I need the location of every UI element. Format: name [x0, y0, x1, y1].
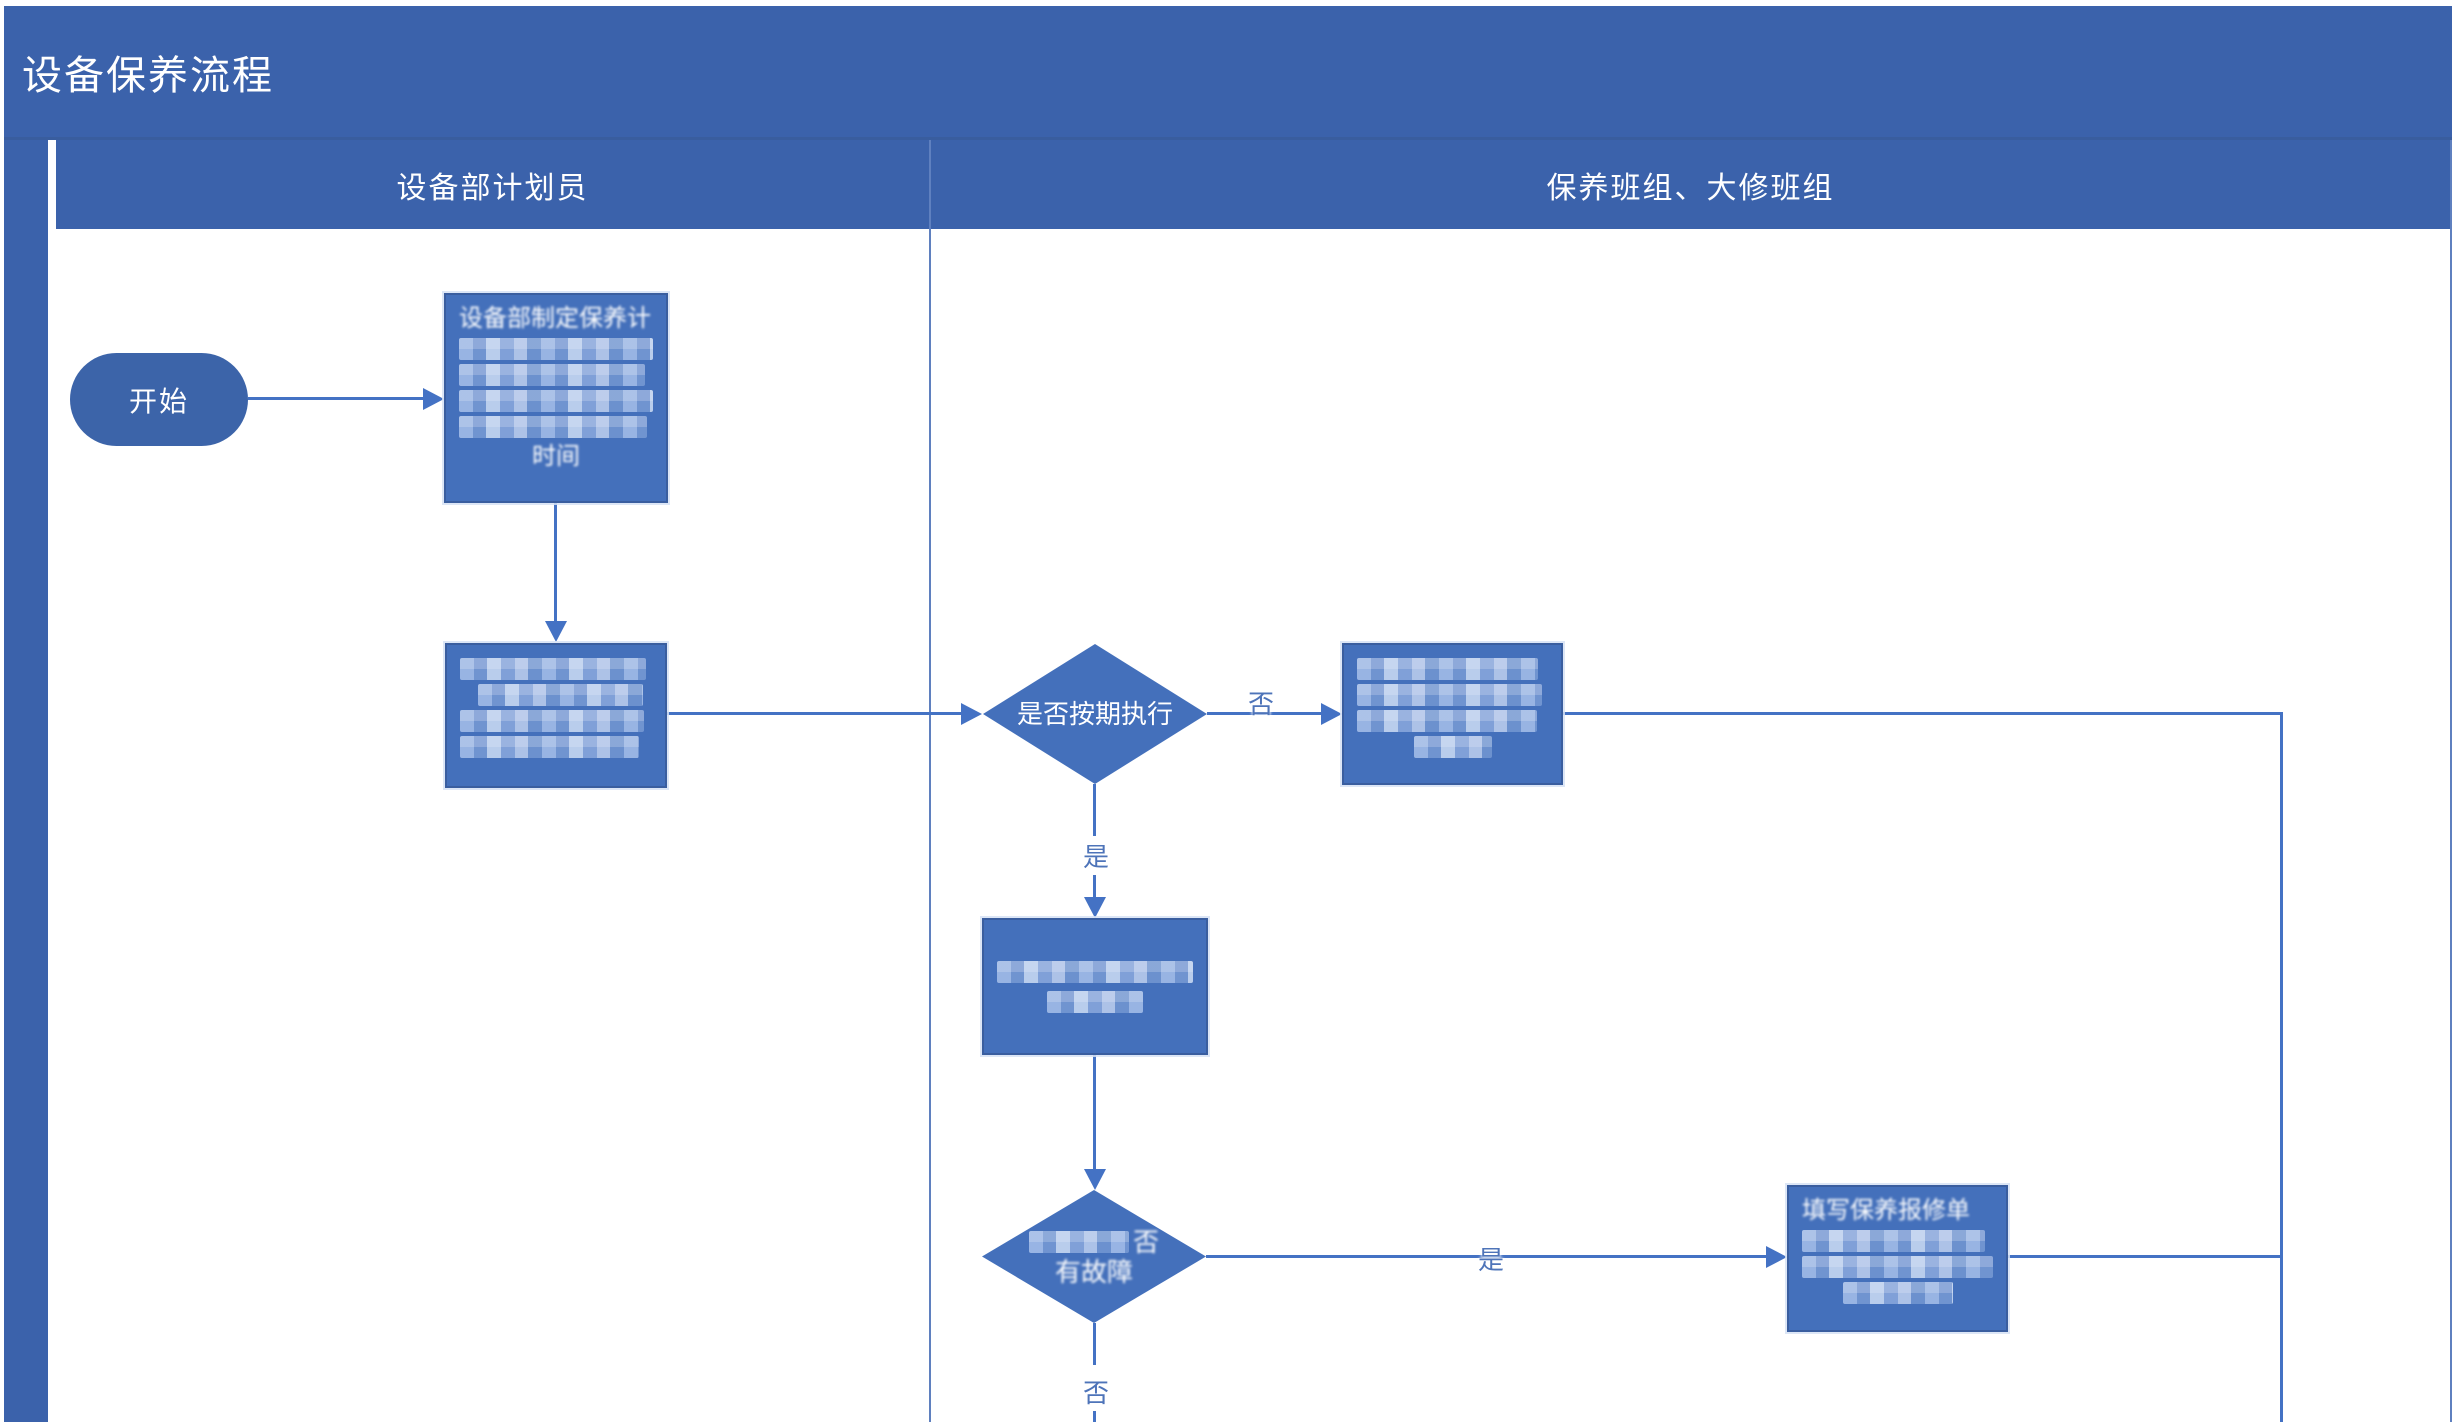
blurred-text-line: 设备部制定保养计 [459, 305, 651, 332]
title-bar: 设备保养流程 [4, 6, 2452, 140]
decision-on-schedule: 是否按期执行 [983, 644, 1207, 784]
arrowhead-execute-to-decision2 [1084, 1169, 1106, 1190]
arrow-decision1-no [1207, 712, 1322, 715]
blurred-text-line: 填写保养报修单 [1802, 1197, 1970, 1224]
blurred-text-line [459, 364, 646, 386]
blurred-text-line [1842, 1282, 1953, 1304]
lane-header-planner: 设备部计划员 [56, 140, 929, 229]
arrow-plan-to-notify [554, 503, 557, 621]
blurred-text-line [1357, 710, 1537, 732]
arrow-execute-to-decision2 [1093, 1055, 1096, 1169]
arrow-decision2-no-upper [1093, 1323, 1096, 1365]
blurred-text-line [1357, 684, 1543, 706]
arrow-notify-to-decision1 [667, 712, 962, 715]
decision-fault: 否 有故障 [982, 1190, 1206, 1323]
blurred-text-line [459, 390, 653, 412]
line-adjust-to-right [1563, 712, 2283, 715]
start-node: 开始 [70, 353, 248, 446]
arrow-start-to-plan [248, 397, 426, 400]
arrowhead-plan-to-notify [545, 621, 567, 642]
blurred-text-line [459, 416, 648, 438]
line-repairform-to-right [2008, 1255, 2282, 1258]
blurred-text-line [459, 338, 653, 360]
blurred-text-line [460, 658, 647, 680]
edge-label-yes1: 是 [1080, 836, 1113, 875]
arrowhead-decision2-yes [1766, 1246, 1787, 1268]
blurred-text-line [1802, 1230, 1986, 1252]
arrow-decision2-yes [1206, 1255, 1766, 1258]
blurred-text-line [460, 710, 645, 732]
blurred-text-line [1028, 1230, 1129, 1253]
edge-label-yes2: 是 [1478, 1245, 1505, 1275]
line-right-return [2280, 712, 2283, 1422]
lane-header-teams: 保养班组、大修班组 [931, 140, 2450, 229]
decision-label-suffix: 否 [1132, 1226, 1159, 1257]
arrowhead-start-to-plan [423, 388, 444, 410]
edge-label-no1: 否 [1248, 689, 1275, 719]
process-notify-box [445, 643, 667, 788]
decision-line-1: 否 [1028, 1226, 1159, 1257]
left-stripe [4, 140, 48, 1422]
decision-label-line2: 有故障 [1054, 1256, 1133, 1287]
blurred-text-line [478, 684, 644, 706]
blurred-text-line [997, 960, 1193, 983]
arrow-decision2-no-lower [1093, 1408, 1096, 1422]
lane-divider [929, 140, 931, 1422]
blurred-text-line [1047, 990, 1143, 1013]
decision-label: 是否按期执行 [1016, 699, 1173, 729]
page-title: 设备保养流程 [22, 53, 274, 98]
process-repair-form-box: 填写保养报修单 [1787, 1185, 2008, 1332]
process-adjust-box [1342, 643, 1563, 785]
process-execute-box [982, 918, 1208, 1055]
process-plan-box: 设备部制定保养计 时间 [444, 293, 668, 503]
blurred-text-line [1802, 1256, 1993, 1278]
blurred-text-line [1413, 736, 1492, 758]
arrowhead-decision1-no [1321, 703, 1342, 725]
blurred-text-line [1357, 658, 1539, 680]
blurred-text-line: 时间 [532, 443, 580, 470]
lane-right-border [2450, 140, 2452, 1422]
edge-label-no2: 否 [1080, 1372, 1113, 1411]
arrowhead-notify-to-decision1 [961, 703, 982, 725]
arrowhead-decision1-yes [1084, 897, 1106, 918]
blurred-text-line [460, 736, 639, 758]
